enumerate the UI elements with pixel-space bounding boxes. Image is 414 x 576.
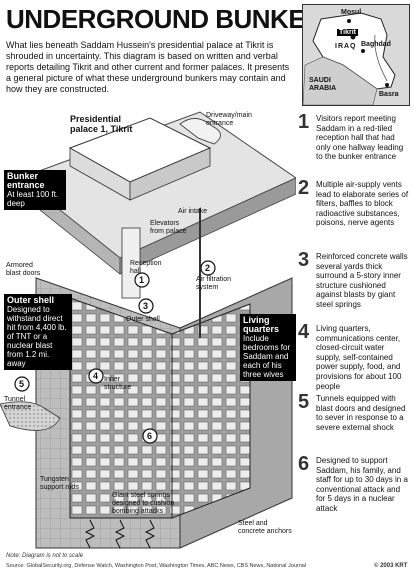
step-number: 1 <box>298 111 310 133</box>
step-number: 2 <box>298 177 310 199</box>
map-city-basra: Basra <box>379 91 399 98</box>
outer-shell-body: Designed to withstand direct hit from 4,… <box>7 305 67 368</box>
step-text: Tunnels equipped with blast doors and de… <box>316 394 406 432</box>
armored-doors-label: Armored blast doors <box>6 262 41 277</box>
outer-shell-label: Outer shell <box>126 316 160 323</box>
step-text: Reinforced concrete walls several yards … <box>316 252 408 309</box>
living-quarters-head: Living quarters <box>243 315 280 334</box>
elevators-label: Elevators from palace <box>150 220 187 235</box>
reception-label: Reception hall <box>130 260 162 275</box>
step-text: Designed to support Saddam, his family, … <box>316 456 408 513</box>
step-text: Visitors report meeting Saddam in a red-… <box>316 114 404 162</box>
marker-2: 2 <box>205 263 211 273</box>
bunker-entrance-callout: Bunker entrance At least 100 ft. deep <box>4 170 66 210</box>
marker-1: 1 <box>139 275 145 285</box>
step-text: Multiple air-supply vents lead to elabor… <box>316 180 409 228</box>
intro-text: What lies beneath Saddam Hussein's presi… <box>6 40 290 94</box>
step-number: 5 <box>298 391 310 413</box>
credit: © 2003 KRT <box>374 563 408 569</box>
outer-shell-callout: Outer shell Designed to withstand direct… <box>4 294 72 370</box>
outer-shell-head: Outer shell <box>7 295 55 305</box>
springs-label: Giant steel springs designed to cushion … <box>112 492 175 515</box>
tungsten-label: Tungsten support rods <box>40 476 79 491</box>
step-number: 6 <box>298 453 310 475</box>
step-text: Living quarters, communications center, … <box>316 324 402 391</box>
map-graphic <box>303 5 409 105</box>
map-city-mosul: Mosul <box>341 9 362 16</box>
marker-4: 4 <box>93 371 99 381</box>
air-filtration-label: Air filtration system <box>196 276 232 291</box>
map-city-baghdad: Baghdad <box>361 41 391 48</box>
marker-5: 5 <box>19 379 25 389</box>
bunker-entrance-head: Bunker entrance <box>7 171 45 190</box>
source-line: Source: GlobalSecurity.org, Defense Watc… <box>6 563 307 569</box>
step-number: 3 <box>298 249 310 271</box>
living-quarters-callout: Living quarters Include bedrooms for Sad… <box>240 314 296 381</box>
map-country-saudi: SAUDI ARABIA <box>309 77 337 92</box>
inner-structure-label: Inner structure <box>104 376 132 391</box>
anchors-label: Steel and concrete anchors <box>238 520 292 535</box>
palace-label: Presidential palace 1, Tikrit <box>70 114 133 134</box>
driveway-label: Driveway/main entrance <box>206 112 252 127</box>
map-city-tikrit: Tikrit <box>337 29 358 36</box>
marker-6: 6 <box>147 431 153 441</box>
step-number: 4 <box>298 321 310 343</box>
living-quarters-body: Include bedrooms for Saddam and each of … <box>243 334 291 379</box>
locator-map: Mosul Tikrit Baghdad Basra IRAQ SAUDI AR… <box>302 4 410 106</box>
footnote: Note: Diagram is not to scale <box>6 553 84 559</box>
bunker-entrance-body: At least 100 ft. deep <box>7 190 59 208</box>
marker-3: 3 <box>143 301 149 311</box>
page-title: UNDERGROUND BUNKER <box>6 4 324 34</box>
bunker-diagram: 1 2 3 4 5 6 Presidential palace 1, Tikri… <box>0 108 298 556</box>
air-intake-label: Air intake <box>178 208 208 215</box>
tunnel-entrance-label: Tunnel entrance <box>4 396 32 411</box>
map-country-iraq: IRAQ <box>335 43 357 50</box>
